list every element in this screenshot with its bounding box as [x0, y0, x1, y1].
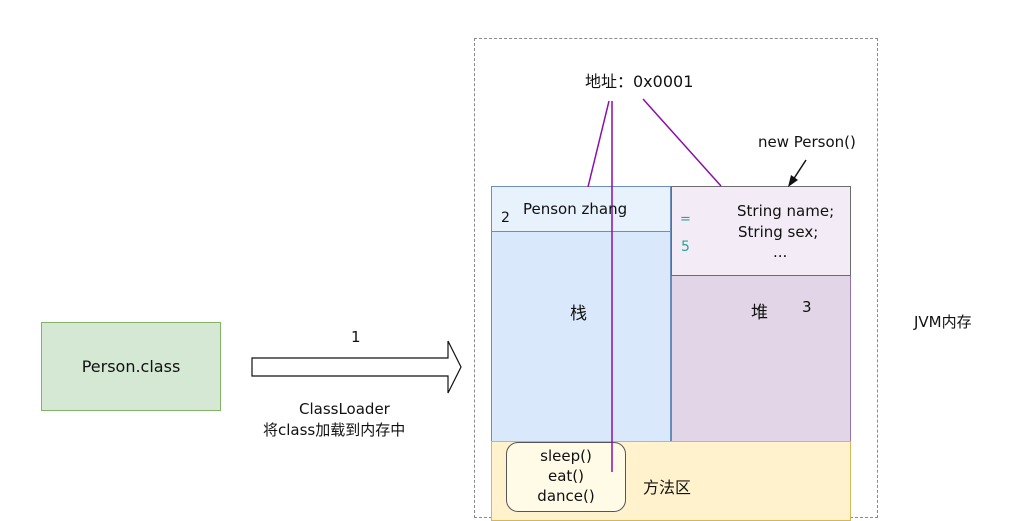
address-line-right [642, 98, 722, 187]
object-marker-num: 5 [681, 239, 690, 255]
stack-variable-name: Penson zhang [523, 200, 628, 218]
person-class-label: Person.class [81, 357, 181, 376]
object-field-sex: String sex; [738, 223, 819, 241]
object-field-ellipsis: ... [773, 243, 788, 261]
object-marker-eq: = [680, 212, 691, 227]
address-line-left [587, 100, 610, 188]
classloader-label: ClassLoader [299, 400, 390, 418]
method-area-label: 方法区 [643, 478, 692, 497]
object-field-name: String name; [737, 202, 835, 220]
connectors-layer [251, 98, 807, 472]
jvm-memory-label: JVM内存 [914, 313, 972, 331]
method-dance: dance() [537, 487, 595, 505]
arrow-step-number: 1 [351, 328, 361, 346]
person-class-box[interactable]: Person.class [41, 322, 221, 411]
new-person-label: new Person() [758, 133, 856, 151]
method-sleep: sleep() [540, 447, 592, 465]
heap-label: 堆 [751, 303, 768, 323]
stack-cell-number: 2 [501, 210, 510, 226]
stack-label: 栈 [570, 304, 587, 324]
stack-variable-cell[interactable] [491, 186, 671, 232]
new-person-arrowhead [788, 175, 798, 187]
classloader-arrow [251, 340, 462, 394]
heap-number: 3 [802, 298, 812, 316]
address-label: 地址：0x0001 [585, 72, 694, 91]
method-eat: eat() [547, 467, 584, 485]
person-object-box[interactable] [671, 186, 851, 276]
classloader-description: 将class加载到内存中 [263, 421, 406, 439]
methods-box[interactable] [506, 442, 626, 512]
